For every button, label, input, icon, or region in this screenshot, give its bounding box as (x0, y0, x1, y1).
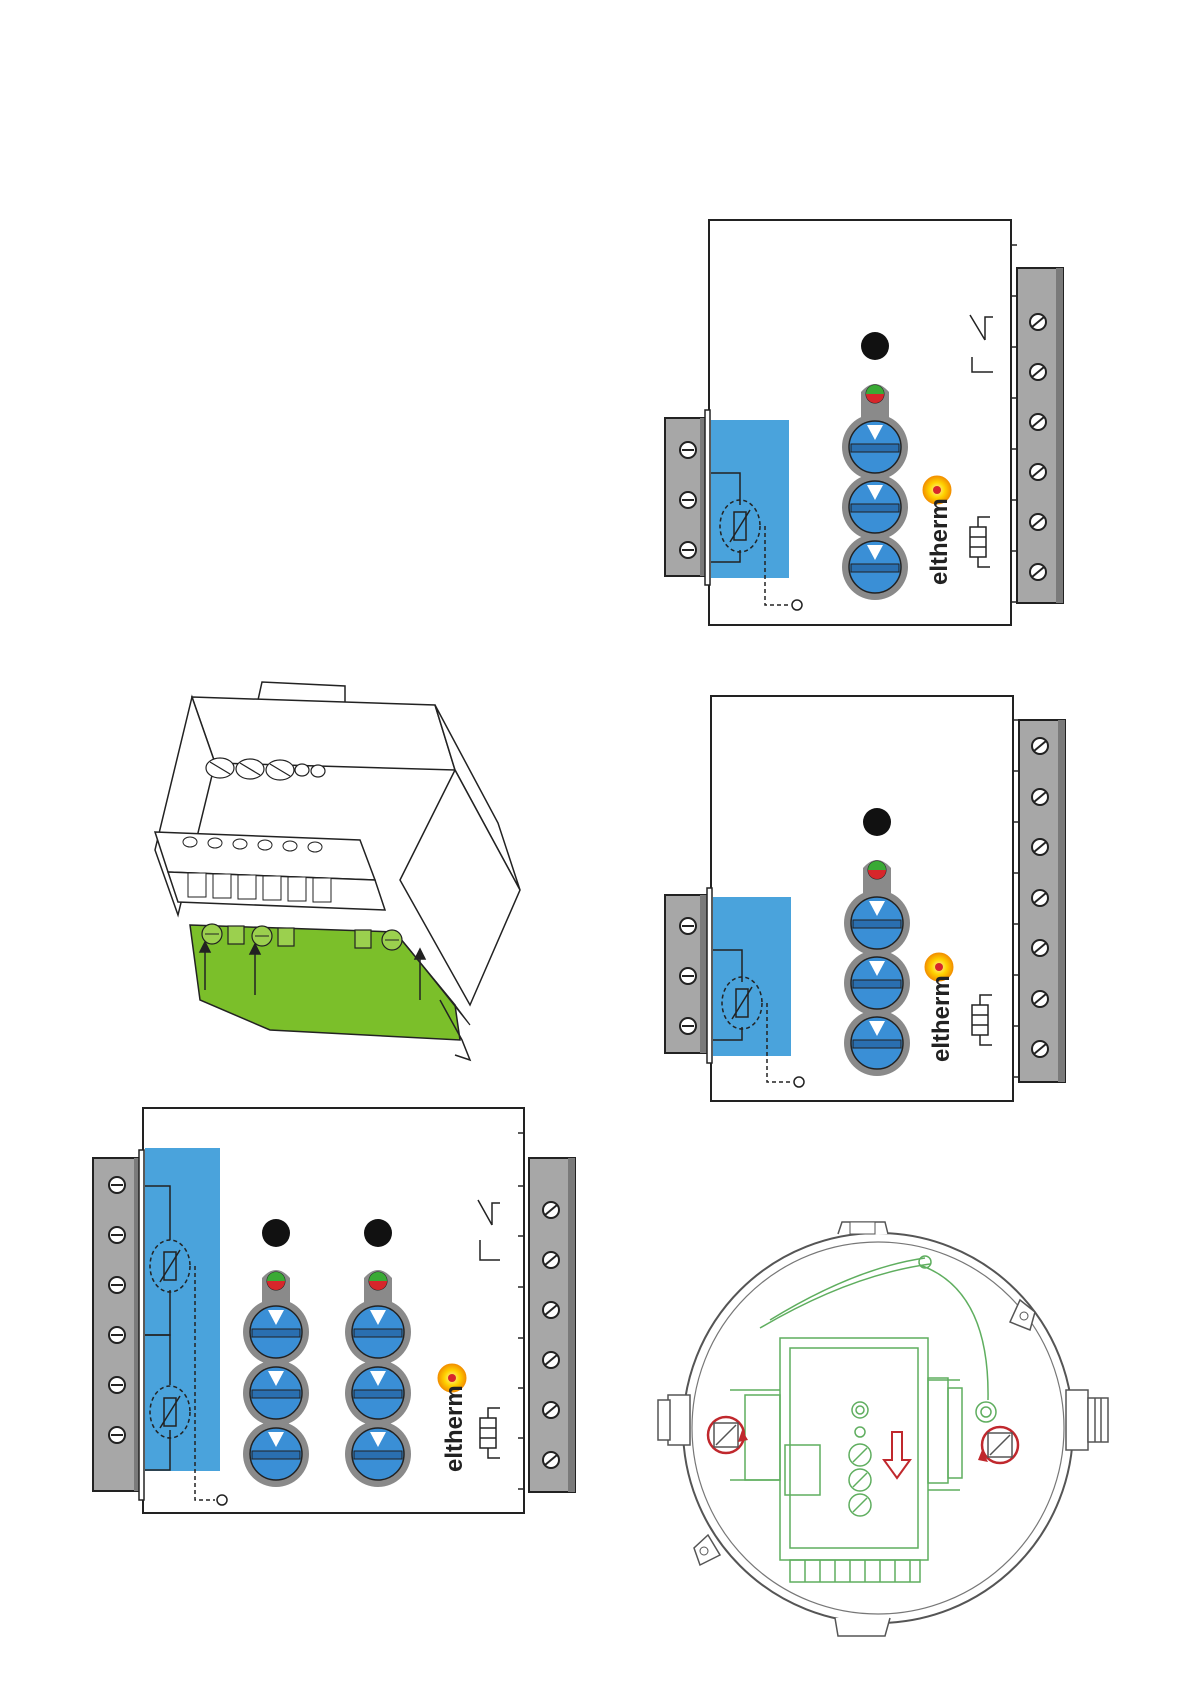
terminal-screw-icon (1032, 940, 1048, 956)
terminal-screw-icon (1030, 314, 1046, 330)
setpoint-dial-icon (842, 534, 908, 600)
terminal-screw-icon (109, 1327, 125, 1343)
setpoint-dial-icon (844, 890, 910, 956)
terminal-screw-icon (680, 442, 696, 458)
terminal-screw-icon (680, 1018, 696, 1034)
terminal-screw-icon (1032, 890, 1048, 906)
module-top-face (192, 697, 455, 770)
brand-logo-text: eltherm (926, 498, 953, 585)
terminal-screw-icon (680, 968, 696, 984)
terminal-screw-icon (109, 1227, 125, 1243)
terminal-screw-icon (109, 1377, 125, 1393)
eltherm-logo: eltherm (438, 1364, 468, 1472)
cable-gland-left (658, 1395, 690, 1445)
setpoint-dial-icon (243, 1299, 309, 1365)
terminal-screw-icon (1030, 464, 1046, 480)
setpoint-dial-icon (842, 474, 908, 540)
terminal-screw-icon (1030, 514, 1046, 530)
single-controller-relay-diagram: eltherm (665, 220, 1063, 625)
reset-button[interactable] (863, 808, 891, 836)
status-led-icon (369, 1272, 387, 1290)
enclosure-mounting-diagram (658, 1222, 1108, 1636)
terminal-screw-icon (543, 1352, 559, 1368)
setpoint-dial-icon (844, 1010, 910, 1076)
reset-button[interactable] (861, 332, 889, 360)
terminal-screw-icon (1032, 839, 1048, 855)
terminal-screw-icon (1032, 789, 1048, 805)
down-arrow-icon (884, 1432, 910, 1478)
module-assembly-3d-diagram (155, 682, 520, 1060)
setpoint-dial-icon (243, 1360, 309, 1426)
setpoint-dial-icon (345, 1299, 411, 1365)
terminal-screw-icon (543, 1202, 559, 1218)
sensor-connection-area (711, 420, 789, 578)
terminal-screw-icon (109, 1177, 125, 1193)
terminal-screw-icon (680, 542, 696, 558)
enclosure-module-outline (730, 1256, 988, 1582)
terminal-screw-icon (109, 1427, 125, 1443)
setpoint-dial-icon (243, 1421, 309, 1487)
status-led-icon (866, 385, 884, 403)
terminal-screw-icon (1032, 738, 1048, 754)
reset-button[interactable] (262, 1219, 290, 1247)
sensor-connection-area (713, 897, 791, 1056)
status-led-icon (267, 1272, 285, 1290)
terminal-screw-icon (109, 1277, 125, 1293)
sensor-connection-area (145, 1148, 220, 1471)
setpoint-dial-icon (844, 950, 910, 1016)
single-controller-diagram: eltherm (665, 696, 1065, 1101)
terminal-screw-icon (680, 492, 696, 508)
terminal-screw-icon (1032, 1041, 1048, 1057)
terminal-screw-icon (1030, 364, 1046, 380)
terminal-screw-icon (543, 1302, 559, 1318)
brand-logo-text: eltherm (928, 975, 955, 1062)
double-controller-diagram: eltherm (93, 1108, 575, 1513)
brand-logo-text: eltherm (441, 1385, 468, 1472)
earth-screw-icon (976, 1402, 996, 1422)
rotate-screw-left-icon (708, 1417, 748, 1453)
rotate-screw-right-icon (978, 1427, 1018, 1463)
cable-gland-right (1066, 1390, 1108, 1450)
terminal-screw-icon (543, 1402, 559, 1418)
eltherm-logo: eltherm (923, 476, 953, 585)
up-arrow-icon (415, 949, 425, 959)
terminal-screw-icon (1032, 991, 1048, 1007)
terminal-screw-icon (680, 918, 696, 934)
setpoint-dial-icon (842, 414, 908, 480)
terminal-screw-icon (1030, 414, 1046, 430)
terminal-screw-icon (543, 1252, 559, 1268)
reset-button[interactable] (364, 1219, 392, 1247)
setpoint-dial-icon (345, 1360, 411, 1426)
eltherm-logo: eltherm (925, 953, 955, 1062)
terminal-screw-icon (543, 1452, 559, 1468)
terminal-screw-icon (1030, 564, 1046, 580)
setpoint-dial-icon (345, 1421, 411, 1487)
status-led-icon (868, 861, 886, 879)
